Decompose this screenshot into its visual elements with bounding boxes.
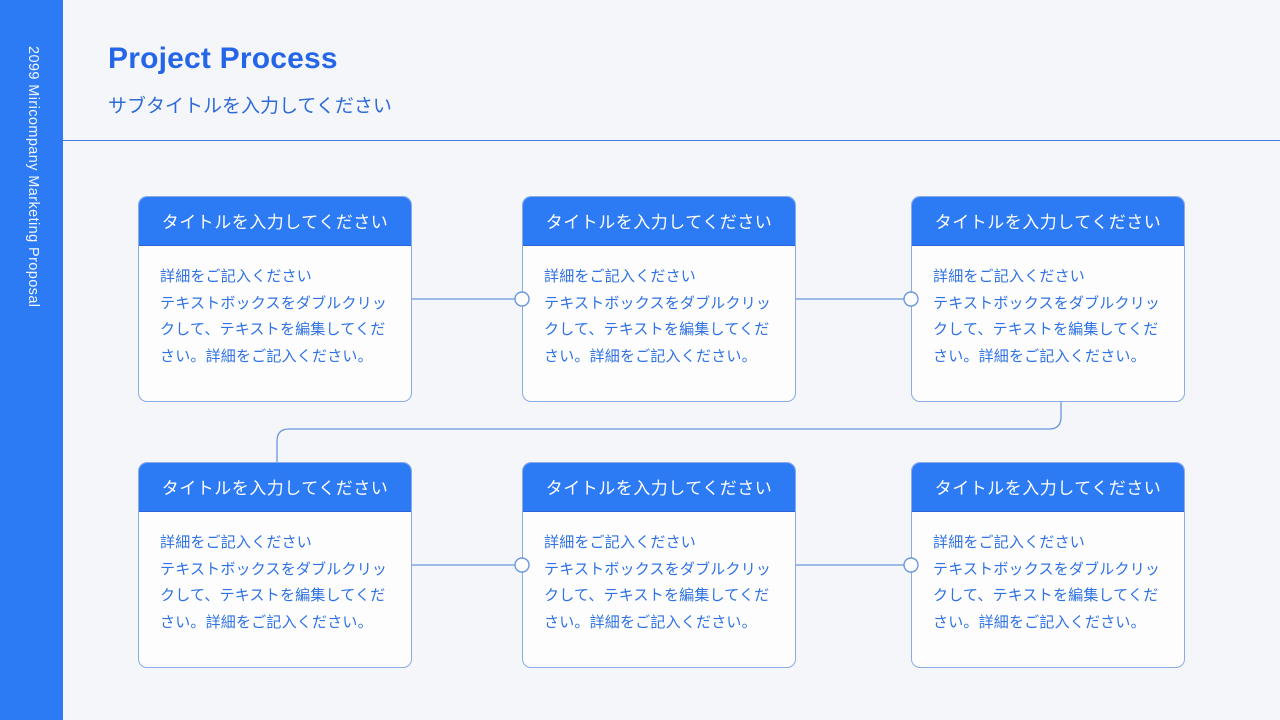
brand-sidebar: 2099 Miricompany Marketing Proposal [0,0,63,720]
process-card-2[interactable]: タイトルを入力してください 詳細をご記入ください テキストボックスをダブルクリッ… [522,196,796,402]
process-card-2-body[interactable]: 詳細をご記入ください テキストボックスをダブルクリッ クして、テキストを編集して… [544,268,772,365]
process-card-5-body[interactable]: 詳細をご記入ください テキストボックスをダブルクリッ クして、テキストを編集して… [544,534,772,631]
process-card-1-header: タイトルを入力してください [139,197,411,246]
process-card-6-header: タイトルを入力してください [912,463,1184,512]
header-divider-line [63,140,1280,141]
process-card-5[interactable]: タイトルを入力してください 詳細をご記入ください テキストボックスをダブルクリッ… [522,462,796,668]
process-card-3-header: タイトルを入力してください [912,197,1184,246]
process-card-3-body[interactable]: 詳細をご記入ください テキストボックスをダブルクリッ クして、テキストを編集して… [933,268,1161,365]
process-card-5-title[interactable]: タイトルを入力してください [545,479,773,498]
process-card-4-body[interactable]: 詳細をご記入ください テキストボックスをダブルクリッ クして、テキストを編集して… [160,534,388,631]
process-card-4-header: タイトルを入力してください [139,463,411,512]
connector-wrap-path [276,402,1062,462]
sidebar-vertical-label: 2099 Miricompany Marketing Proposal [25,46,41,308]
slide-header: Project Process サブタイトルを入力してください [108,42,392,118]
process-card-2-title[interactable]: タイトルを入力してください [545,213,773,232]
process-card-3[interactable]: タイトルを入力してください 詳細をご記入ください テキストボックスをダブルクリッ… [911,196,1185,402]
page-title: Project Process [108,42,338,75]
process-card-5-header: タイトルを入力してください [523,463,795,512]
process-card-4[interactable]: タイトルを入力してください 詳細をご記入ください テキストボックスをダブルクリッ… [138,462,412,668]
process-card-2-header: タイトルを入力してください [523,197,795,246]
process-card-1-title[interactable]: タイトルを入力してください [161,213,389,232]
process-card-1[interactable]: タイトルを入力してください 詳細をご記入ください テキストボックスをダブルクリッ… [138,196,412,402]
process-card-4-title[interactable]: タイトルを入力してください [161,479,389,498]
page-subtitle[interactable]: サブタイトルを入力してください [108,96,392,117]
process-card-3-title[interactable]: タイトルを入力してください [934,213,1162,232]
process-card-1-body[interactable]: 詳細をご記入ください テキストボックスをダブルクリッ クして、テキストを編集して… [160,268,388,365]
process-card-6-body[interactable]: 詳細をご記入ください テキストボックスをダブルクリッ クして、テキストを編集して… [933,534,1161,631]
process-card-6-title[interactable]: タイトルを入力してください [934,479,1162,498]
process-card-6[interactable]: タイトルを入力してください 詳細をご記入ください テキストボックスをダブルクリッ… [911,462,1185,668]
